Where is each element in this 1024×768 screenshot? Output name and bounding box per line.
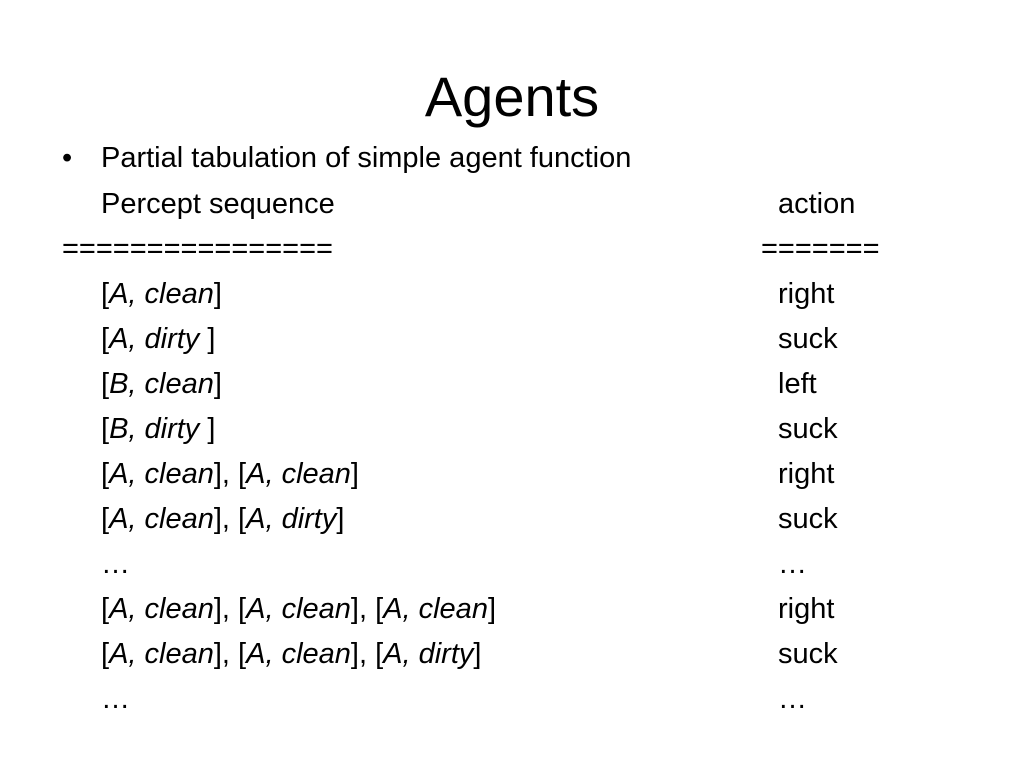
- percept-value: A, clean: [109, 593, 214, 625]
- action-cell: left: [778, 368, 817, 400]
- action-cell: suck: [778, 638, 838, 670]
- action-header: action: [778, 188, 856, 220]
- percept-sequence-cell: [A, clean]: [101, 278, 222, 310]
- percept-value: A, clean: [383, 593, 488, 625]
- bullet-marker: •: [62, 142, 73, 174]
- ellipsis-text: …: [101, 683, 130, 715]
- separator-left: ================: [62, 233, 333, 265]
- action-cell: suck: [778, 413, 838, 445]
- percept-value: B, clean: [109, 368, 214, 400]
- percept-value: A, clean: [246, 458, 351, 490]
- action-cell: …: [778, 548, 807, 580]
- percept-value: A, clean: [246, 638, 351, 670]
- action-cell: suck: [778, 323, 838, 355]
- percept-sequence-cell: [B, clean]: [101, 368, 222, 400]
- percept-sequence-cell: …: [101, 547, 130, 581]
- percept-sequence-cell: [A, dirty ]: [101, 323, 216, 355]
- action-cell: suck: [778, 503, 838, 535]
- percept-value: A, clean: [109, 503, 214, 535]
- percept-value: A, clean: [109, 278, 214, 310]
- bullet-text: Partial tabulation of simple agent funct…: [101, 142, 632, 174]
- action-cell: right: [778, 593, 835, 625]
- percept-sequence-cell: [A, clean], [A, clean]: [101, 458, 359, 490]
- percept-sequence-cell: [A, clean], [A, clean], [A, clean]: [101, 593, 497, 625]
- percept-sequence-cell: [A, clean], [A, clean], [A, dirty]: [101, 638, 482, 670]
- percept-sequence-cell: …: [101, 682, 130, 716]
- percept-sequence-header: Percept sequence: [101, 188, 335, 220]
- percept-value: A, clean: [109, 638, 214, 670]
- percept-value: A, dirty: [383, 638, 474, 670]
- percept-value: A, dirty: [109, 323, 208, 355]
- percept-value: A, dirty: [246, 503, 337, 535]
- action-cell: right: [778, 458, 835, 490]
- ellipsis-text: …: [101, 548, 130, 580]
- slide-title: Agents: [424, 65, 600, 128]
- percept-value: A, clean: [109, 458, 214, 490]
- percept-value: A, clean: [246, 593, 351, 625]
- percept-sequence-cell: [B, dirty ]: [101, 413, 216, 445]
- action-cell: right: [778, 278, 835, 310]
- percept-value: B, dirty: [109, 413, 208, 445]
- percept-sequence-cell: [A, clean], [A, dirty]: [101, 503, 345, 535]
- separator-right: =======: [761, 233, 880, 265]
- action-cell: …: [778, 683, 807, 715]
